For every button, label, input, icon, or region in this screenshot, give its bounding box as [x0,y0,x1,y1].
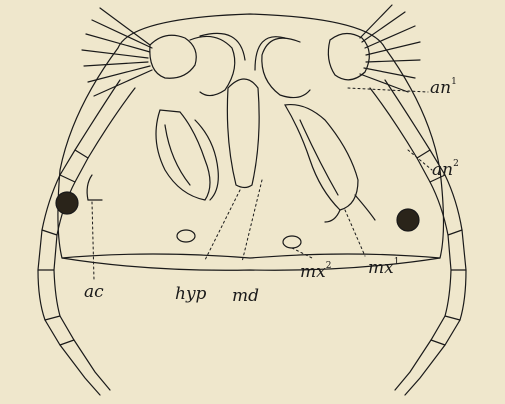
left-antenna [38,80,135,395]
leader-mx1 [345,210,365,256]
right-small-oval [283,236,301,248]
right-eye [397,209,419,231]
left-maxilla [156,110,218,200]
left-eye [56,192,78,214]
label-mx2: mx2 [300,264,331,281]
body-outline [58,14,444,270]
label-an2: an2 [432,162,459,179]
leader-an2 [408,150,432,170]
right-antenna [370,80,466,395]
ac-bracket [87,175,102,200]
label-hyp: hyp [175,286,206,303]
right-maxilla [285,105,375,222]
leader-mx2 [292,248,312,258]
label-an1: an1 [430,80,457,97]
label-mx1: mx1 [368,260,399,277]
left-antennule [82,8,245,96]
leader-md [242,180,262,262]
hypostome [227,79,259,188]
left-small-oval [177,230,195,242]
right-antennule [255,5,420,98]
leader-an1 [348,88,428,92]
label-md: md [232,288,259,305]
label-ac: ac [84,284,104,301]
leader-ac [92,202,94,280]
